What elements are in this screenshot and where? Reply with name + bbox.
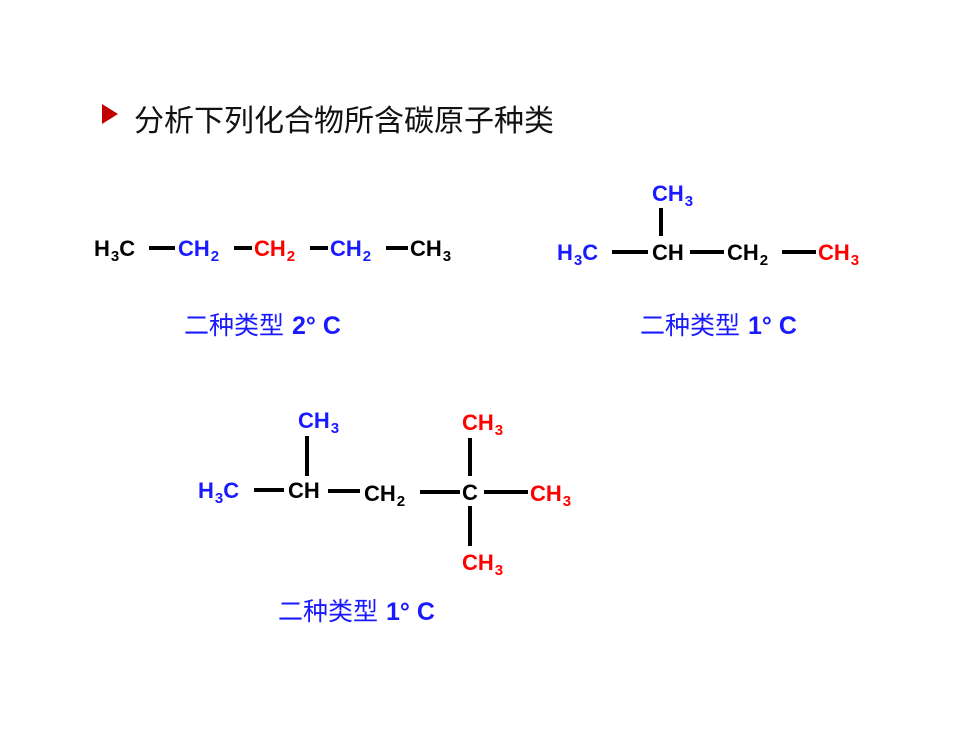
mol1-group-h3c: H3C	[94, 236, 136, 265]
mol2-group-h3c: H3C	[557, 240, 599, 269]
mol1-group-ch3: CH3	[410, 236, 452, 265]
mol3-group-top-ch3-left: CH3	[298, 408, 340, 437]
mol3-group-h3c: H3C	[198, 478, 240, 507]
mol2-group-top-ch3: CH3	[652, 181, 694, 210]
mol3-bond-vertical-bottom	[468, 506, 472, 546]
mol1-group-ch2-a: CH2	[178, 236, 220, 265]
mol2-bond-3	[782, 250, 816, 254]
mol1-group-ch2-b: CH2	[254, 236, 296, 265]
mol3-bond-4	[484, 490, 528, 494]
mol3-bond-1	[254, 488, 284, 492]
mol3-bond-vertical-left	[305, 436, 309, 476]
mol2-bond-vertical	[659, 208, 663, 236]
mol3-group-ch3-right: CH3	[530, 481, 572, 510]
mol1-bond-2	[234, 246, 252, 250]
mol1-caption: 二种类型 2° C	[184, 311, 341, 340]
mol1-bond-1	[149, 246, 175, 250]
mol3-caption: 二种类型 1° C	[278, 597, 435, 626]
mol3-group-ch: CH	[288, 478, 320, 503]
mol3-bond-vertical-top	[468, 438, 472, 476]
mol2-group-ch3: CH3	[818, 240, 860, 269]
mol3-group-c: C	[462, 480, 478, 505]
mol2-bond-1	[612, 250, 648, 254]
mol1-bond-4	[386, 246, 408, 250]
mol3-bond-3	[420, 490, 460, 494]
mol2-group-ch2: CH2	[727, 240, 769, 269]
mol3-group-bottom-ch3: CH3	[462, 550, 504, 579]
mol2-group-ch: CH	[652, 240, 684, 265]
mol1-bond-3	[310, 246, 328, 250]
mol2-bond-2	[690, 250, 724, 254]
mol3-group-top-ch3-right: CH3	[462, 410, 504, 439]
mol2-caption: 二种类型 1° C	[640, 311, 797, 340]
mol1-group-ch2-c: CH2	[330, 236, 372, 265]
mol3-group-ch2: CH2	[364, 481, 406, 510]
bullet-arrow-icon	[102, 104, 118, 124]
mol3-bond-2	[328, 489, 360, 493]
page-title: 分析下列化合物所含碳原子种类	[134, 104, 554, 139]
